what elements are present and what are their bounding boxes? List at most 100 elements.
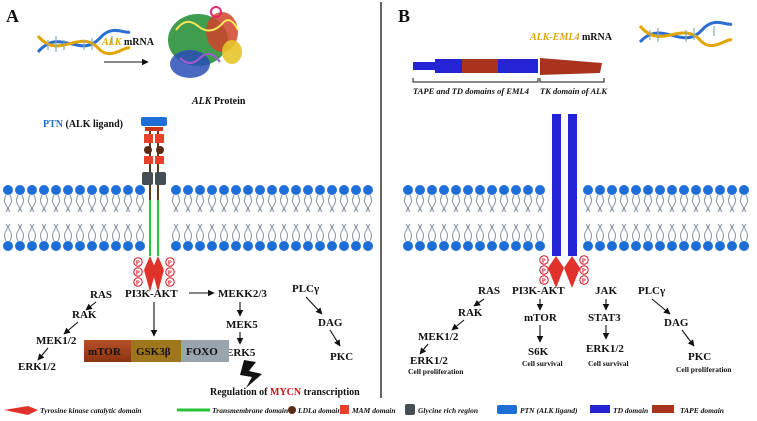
lipid-tail [320,223,324,242]
erk-b-outcome: Cell proliferation [408,367,464,376]
pkc-b: PKC [688,351,711,363]
foxo-box-label: FOXO [186,346,218,358]
lipid-tail [704,194,708,213]
cell-membrane-b [403,185,749,251]
lipid-tail [340,194,344,213]
lipid-tail [504,223,508,242]
lipid-tail [124,194,128,213]
lipid-tail [80,194,84,213]
lipid-head [303,241,313,251]
lipid-tail [248,223,252,242]
lipid-tail [732,223,736,242]
lipid-tail [104,194,108,213]
lipid-tail [20,194,24,213]
lipid-tail [596,223,600,242]
lipid-tail [56,194,60,213]
lipid-tail [308,223,312,242]
lipid-head [583,241,593,251]
lipid-head [171,185,181,195]
lipid-tail [480,223,484,242]
lipid-tail [452,223,456,242]
lipid-tail [304,223,308,242]
lipid-head [243,185,253,195]
lipid-tail [332,194,336,213]
lipid-head [715,185,725,195]
lipid-tail [244,194,248,213]
phospho-circle [165,277,175,287]
lipid-head [75,241,85,251]
lipid-tail [280,194,284,213]
tape-td-label: TAPE and TD domains of EML4 [413,86,529,96]
lipid-tail [320,194,324,213]
lipid-head [27,241,37,251]
lipid-tail [672,223,676,242]
fusion-brackets [412,78,605,83]
lipid-tail [516,223,520,242]
lipid-tail [352,223,356,242]
lipid-head [3,241,13,251]
lipid-tail [608,223,612,242]
lipid-head [403,241,413,251]
lipid-tail [52,223,56,242]
ldla-domain [144,146,152,154]
lipid-tail [620,194,624,213]
lipid-tail [80,223,84,242]
lipid-tail [268,223,272,242]
lipid-tail [344,223,348,242]
legend-label: PTN (ALK ligand) [520,406,578,415]
lipid-head [183,185,193,195]
lipid-head [195,185,205,195]
lipid-tail [260,223,264,242]
lipid-head [667,185,677,195]
lipid-head [267,185,277,195]
lipid-tail [184,194,188,213]
lipid-head [363,241,373,251]
lipid-tail [368,194,372,213]
lipid-tail [608,194,612,213]
lipid-tail [740,223,744,242]
erk-b: ERK1/2 [410,355,448,367]
ptn-bar-icon [497,405,517,414]
lipid-tail [232,223,236,242]
lipid-tail [256,194,260,213]
lipid-tail [464,194,468,213]
plcg-b: PLCγ [638,285,665,297]
lipid-tail [692,194,696,213]
rak-a: RAK [72,309,97,321]
arrow-mek-erk-a [37,347,49,361]
lipid-head [703,241,713,251]
lipid-tail [528,194,532,213]
lipid-tail [588,223,592,242]
phospho-circle [579,265,589,275]
mam-domain [144,156,153,164]
lipid-tail [684,194,688,213]
lipid-head [135,185,145,195]
lipid-tail [660,194,664,213]
lipid-tail [100,223,104,242]
lipid-head [315,185,325,195]
phospho-label: P [136,270,140,277]
lipid-tail [696,194,700,213]
lipid-tail [716,194,720,213]
glycine-rich-region [155,172,166,185]
legend-label: Tyrosine kinase catalytic domain [40,406,142,415]
lipid-tail [284,194,288,213]
lipid-tail [528,223,532,242]
lipid-head [291,185,301,195]
alk-receptor-dimer [141,117,167,256]
lipid-tail [692,223,696,242]
lipid-tail [536,223,540,242]
lipid-tail [308,194,312,213]
legend-label: TAPE domain [680,406,724,415]
lipid-head [255,185,265,195]
lipid-tail [740,194,744,213]
dag-a: DAG [318,317,343,329]
lipid-tail [468,194,472,213]
lipid-tail [500,223,504,242]
lipid-tail [92,194,96,213]
lipid-tail [456,223,460,242]
mtor-b: mTOR [524,312,558,324]
lipid-tail [64,194,68,213]
lipid-tail [188,194,192,213]
